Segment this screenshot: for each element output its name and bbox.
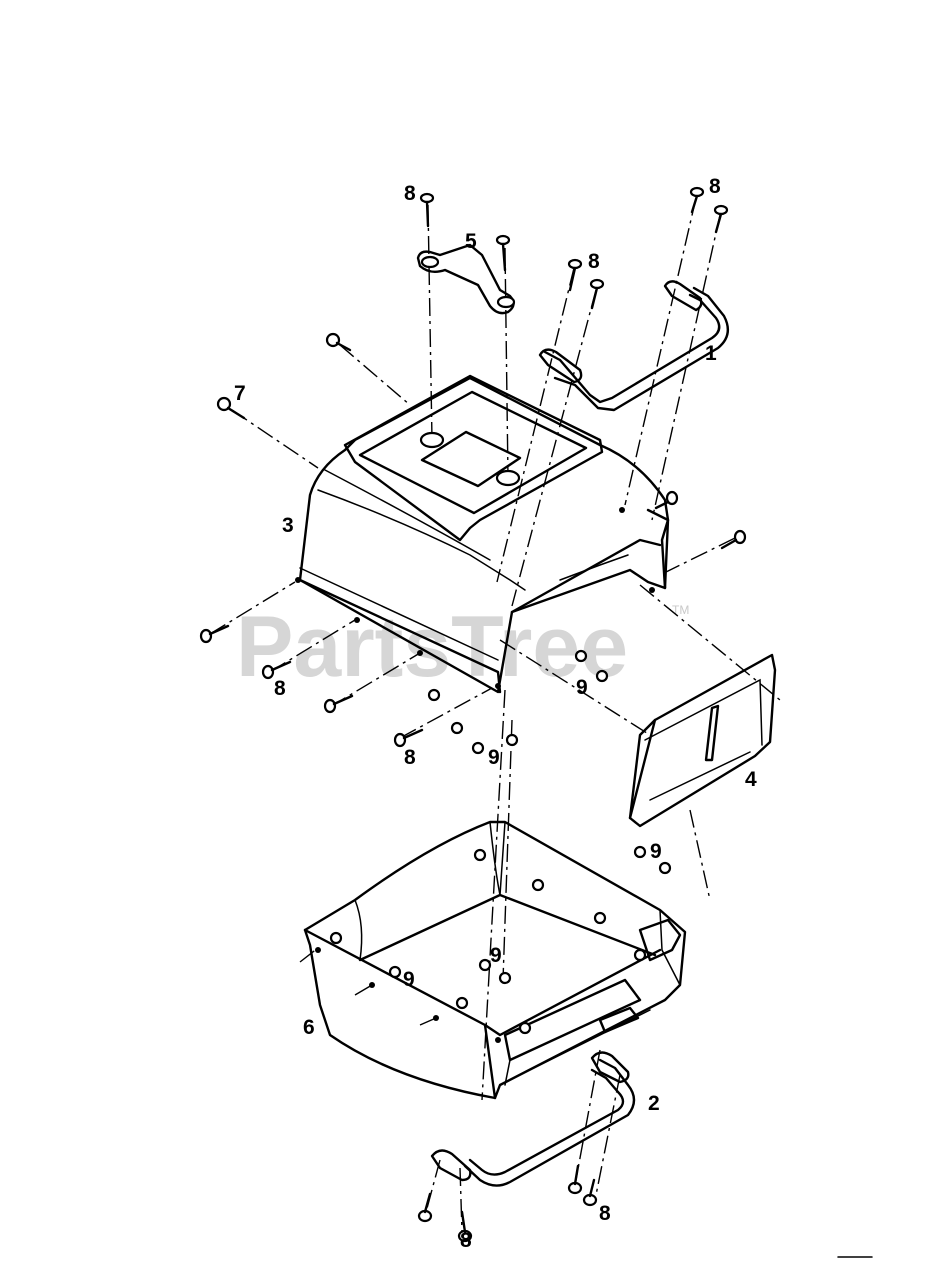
callout-6: 6 bbox=[303, 1016, 315, 1039]
callout-8: 8 bbox=[709, 175, 721, 198]
nut-icon bbox=[498, 971, 512, 985]
nut-icon bbox=[595, 669, 609, 683]
bolt-icon bbox=[567, 258, 583, 292]
callout-8: 8 bbox=[588, 250, 600, 273]
handle-bar-part-2 bbox=[430, 1051, 636, 1187]
parts-tree-watermark: PartsTree bbox=[236, 599, 628, 695]
bolt-icon bbox=[567, 1164, 583, 1195]
nut-icon bbox=[455, 996, 469, 1010]
nut-icon bbox=[388, 965, 402, 979]
bolt-icon bbox=[689, 186, 705, 214]
callout-8: 8 bbox=[404, 746, 416, 769]
nut-icon bbox=[518, 1021, 532, 1035]
callout-8: 8 bbox=[404, 182, 416, 205]
callout-2: 2 bbox=[648, 1092, 660, 1115]
callout-8: 8 bbox=[274, 677, 286, 700]
callout-9: 9 bbox=[488, 746, 500, 769]
nut-icon bbox=[473, 848, 487, 862]
callout-7: 7 bbox=[234, 382, 246, 405]
watermark-trademark: TM bbox=[672, 603, 689, 617]
bolt-icon bbox=[261, 660, 292, 680]
lower-tray-part-6 bbox=[303, 820, 687, 1100]
bolt-icon bbox=[417, 1192, 433, 1223]
nut-icon bbox=[478, 958, 492, 972]
bolt-icon bbox=[582, 1178, 598, 1207]
nut-icon bbox=[471, 741, 485, 755]
callout-5: 5 bbox=[465, 230, 477, 253]
nut-icon bbox=[450, 721, 464, 735]
callout-3: 3 bbox=[282, 514, 294, 537]
bolt-icon bbox=[713, 204, 729, 234]
callout-9: 9 bbox=[576, 676, 588, 699]
callout-8: 8 bbox=[460, 1229, 472, 1252]
nut-icon bbox=[574, 649, 588, 663]
small-handle-part-5 bbox=[416, 243, 516, 315]
bolt-icon bbox=[323, 694, 354, 714]
bolt-icon bbox=[199, 624, 230, 644]
nut-icon bbox=[633, 845, 647, 859]
nuts bbox=[329, 649, 672, 1035]
callout-1: 1 bbox=[705, 342, 717, 365]
nut-icon bbox=[658, 861, 672, 875]
nut-icon bbox=[633, 948, 647, 962]
carriage-bolts bbox=[199, 186, 747, 1243]
bolt-icon bbox=[589, 278, 605, 310]
callout-9: 9 bbox=[490, 944, 502, 967]
bolt-icon bbox=[216, 396, 246, 420]
callout-4: 4 bbox=[745, 768, 757, 791]
bolt-icon bbox=[457, 1210, 473, 1243]
alignment-lines bbox=[209, 197, 781, 1233]
callout-8: 8 bbox=[599, 1202, 611, 1225]
nut-icon bbox=[329, 931, 343, 945]
bolt-icon bbox=[654, 490, 679, 510]
bolt-icon bbox=[325, 332, 352, 352]
callout-9: 9 bbox=[650, 840, 662, 863]
bolt-icon bbox=[393, 728, 424, 748]
side-plate-part-4 bbox=[628, 653, 777, 828]
nut-icon bbox=[505, 733, 519, 747]
bolt-icon bbox=[720, 529, 747, 550]
callout-labels: 8 5 8 8 1 7 3 8 9 8 9 4 9 9 9 6 2 8 8 bbox=[234, 175, 757, 1252]
bolt-icon bbox=[419, 192, 435, 228]
upper-cover-part-3 bbox=[295, 374, 670, 694]
handle-bar-part-1 bbox=[538, 280, 730, 412]
nut-icon bbox=[531, 878, 545, 892]
bolt-icon bbox=[495, 234, 511, 272]
nut-icon bbox=[593, 911, 607, 925]
callout-9: 9 bbox=[403, 968, 415, 991]
nut-icon bbox=[427, 688, 441, 702]
